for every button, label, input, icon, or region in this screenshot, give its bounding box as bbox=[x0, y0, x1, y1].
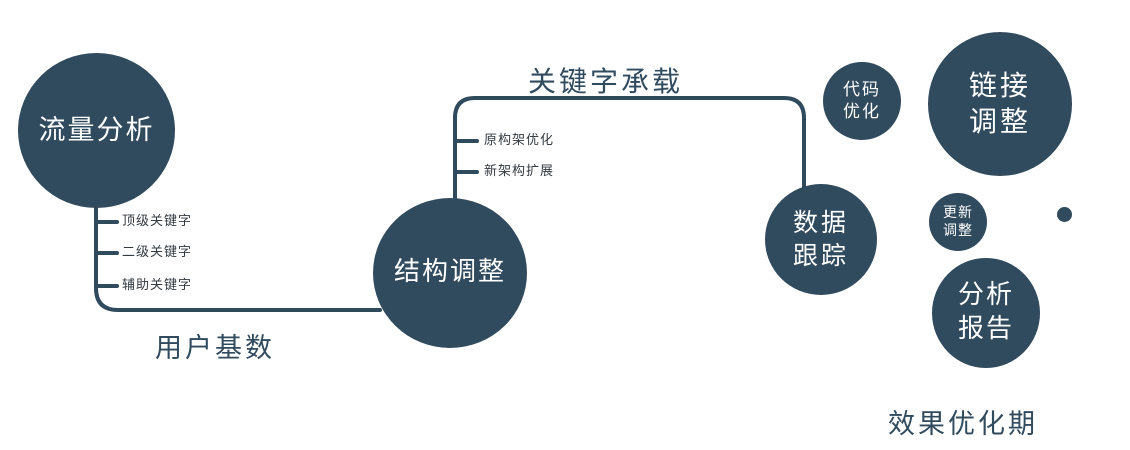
branch-label-auxiliary-keywords: 辅助关键字 bbox=[122, 278, 193, 293]
node-analysis-report: 分析 报告 bbox=[932, 258, 1040, 368]
node-code-optimization: 代码 优化 bbox=[823, 62, 901, 140]
edge-label-user-base: 用户基数 bbox=[155, 333, 275, 364]
node-update-adjustment-label-line1: 更新 bbox=[943, 204, 973, 221]
node-update-adjustment-label-line2: 调整 bbox=[943, 223, 973, 239]
edge-traffic-to-structure bbox=[94, 198, 382, 312]
node-structure-adjustment-label: 结构调整 bbox=[393, 257, 506, 288]
node-link-adjustment-label-line1: 链接 bbox=[968, 68, 1031, 102]
edge-structure-to-tracking bbox=[453, 96, 806, 208]
node-analysis-report-label-line1: 分析 bbox=[957, 280, 1014, 311]
branch-label-top-keywords: 顶级关键字 bbox=[122, 214, 193, 229]
dot-marker bbox=[1057, 207, 1072, 222]
node-data-tracking: 数据 跟踪 bbox=[765, 184, 877, 295]
node-structure-adjustment: 结构调整 bbox=[373, 198, 527, 348]
node-analysis-report-label-line2: 报告 bbox=[957, 314, 1014, 344]
node-link-adjustment: 链接 调整 bbox=[928, 32, 1072, 176]
branch-label-original-architecture: 原构架优化 bbox=[484, 133, 555, 148]
node-traffic-analysis-label: 流量分析 bbox=[38, 114, 155, 146]
branch-label-secondary-keywords: 二级关键字 bbox=[122, 245, 193, 260]
branch-label-new-architecture: 新架构扩展 bbox=[484, 164, 555, 179]
node-traffic-analysis: 流量分析 bbox=[18, 53, 175, 208]
node-code-optimization-label-line1: 代码 bbox=[843, 79, 881, 100]
node-data-tracking-label-line2: 跟踪 bbox=[792, 240, 849, 270]
caption-effect-optimization-period: 效果优化期 bbox=[888, 409, 1038, 440]
node-data-tracking-label-line1: 数据 bbox=[792, 208, 849, 237]
node-code-optimization-label-line2: 优化 bbox=[843, 102, 881, 122]
node-update-adjustment: 更新 调整 bbox=[929, 193, 987, 251]
node-link-adjustment-label-line2: 调整 bbox=[968, 105, 1031, 138]
edge-label-keyword-load: 关键字承载 bbox=[528, 65, 684, 98]
